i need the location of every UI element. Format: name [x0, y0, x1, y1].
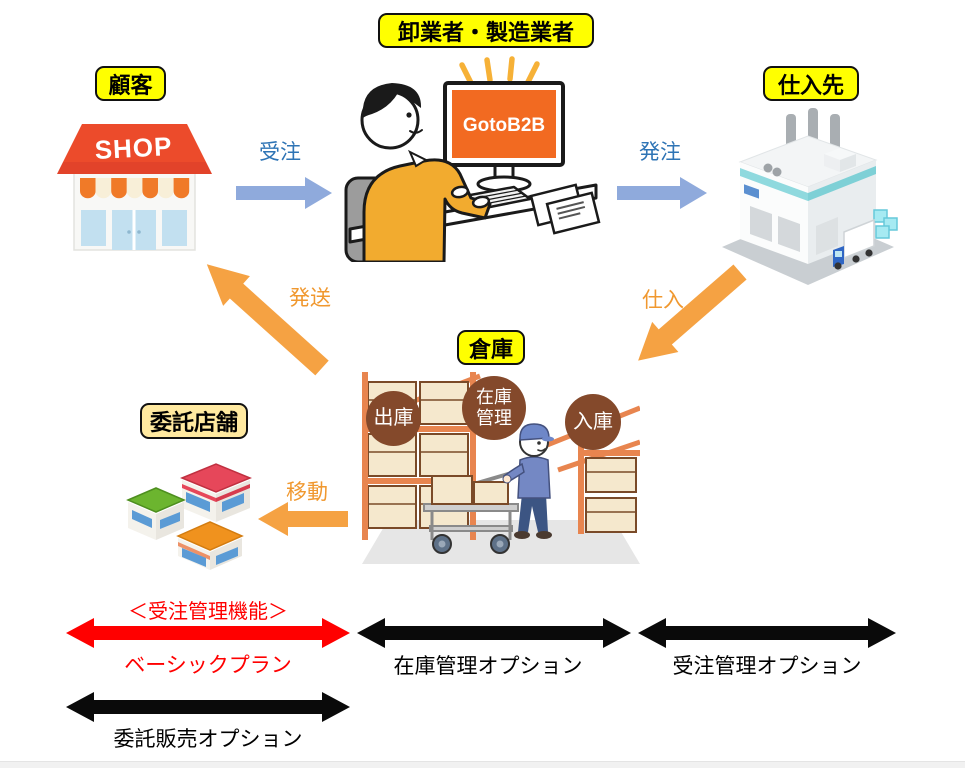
monitor-brand-text: GotoB2B — [463, 115, 545, 136]
warehouse-worker — [502, 423, 554, 539]
caption-inventory-option: 在庫管理オプション — [393, 655, 583, 678]
mini-shop-orange — [176, 521, 244, 570]
awning — [80, 178, 96, 199]
cargo-boxes — [873, 209, 898, 239]
shop-sign-text: SHOP — [94, 131, 173, 165]
arrow-purchase — [638, 264, 747, 361]
label-wholesaler: 卸業者・製造業者 — [378, 13, 594, 48]
mini-shop-green — [126, 487, 186, 540]
left-shelf-frame — [362, 372, 476, 540]
arrow-order-option-range — [638, 618, 896, 648]
caption-order-option: 受注管理オプション — [672, 655, 862, 678]
circle-outbound-label: 出庫 — [373, 407, 414, 429]
flow-purchase: 仕入 — [642, 289, 684, 312]
factory-illustration — [722, 108, 898, 285]
right-shelf — [578, 402, 640, 534]
papers — [529, 183, 601, 235]
circle-outbound: 出庫 — [366, 391, 421, 446]
circle-inventory-control-label: 在庫管理 — [476, 387, 512, 428]
cart — [423, 472, 519, 554]
circle-inbound: 入庫 — [565, 394, 621, 450]
window-edge-bar — [0, 761, 965, 768]
flow-shipping: 発送 — [289, 287, 331, 310]
monitor-screen — [452, 90, 556, 158]
shop-roof — [63, 124, 206, 162]
person-hair — [362, 83, 422, 118]
arrow-order-placed — [617, 177, 707, 209]
arrow-inventory-option-range — [357, 618, 631, 648]
arrow-shipping — [206, 264, 329, 376]
shop-window-right — [162, 210, 187, 246]
person-body — [362, 158, 492, 262]
caption-order-feature: ＜受注管理機能＞ — [128, 601, 288, 623]
factory-sign — [744, 184, 759, 199]
label-warehouse: 倉庫 — [457, 330, 525, 365]
truck — [833, 218, 875, 270]
label-supplier: 仕入先 — [763, 66, 859, 101]
caption-basic-plan: ベーシックプラン — [124, 654, 292, 677]
mini-shop-red — [180, 463, 252, 522]
arrow-order-received — [236, 177, 332, 209]
arrow-consignment-option-range — [66, 692, 350, 722]
wholesaler-computer-illustration: GotoB2B — [344, 56, 601, 262]
label-consignment-store: 委託店舗 — [140, 403, 248, 439]
arrow-basic-plan-range — [66, 618, 350, 648]
caption-consignment-option: 委託販売オプション — [113, 728, 303, 751]
sparkle-rays-icon — [459, 56, 540, 86]
flow-order-placed: 発注 — [639, 141, 681, 164]
flow-move: 移動 — [286, 481, 328, 504]
label-customer: 顧客 — [95, 66, 166, 101]
circle-inbound-label: 入庫 — [573, 410, 613, 433]
arrow-move — [258, 502, 348, 536]
shop-window-left — [81, 210, 106, 246]
circle-inventory-control: 在庫管理 — [462, 376, 526, 440]
shop-illustration: SHOP — [57, 124, 212, 251]
consignment-shops-illustration — [126, 463, 252, 570]
flow-order-received: 受注 — [259, 141, 301, 164]
